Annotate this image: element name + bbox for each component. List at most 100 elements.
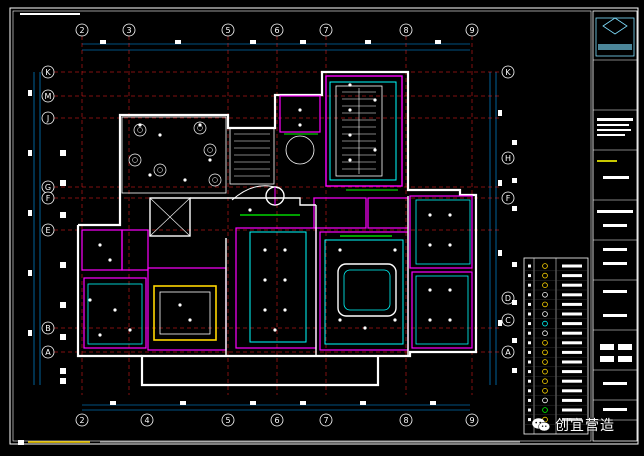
fixture-dot	[448, 243, 452, 247]
grid-bubble-top-4-label: 7	[323, 26, 328, 35]
grid-bubble-bottom-1: 4	[140, 413, 154, 427]
grid-bubble-right-2-label: F	[506, 194, 511, 203]
fixture-dot	[428, 243, 432, 247]
fixture-dot	[338, 318, 342, 322]
grid-bubble-top-5: 8	[399, 23, 413, 37]
grid-bubble-right-5: A	[501, 345, 515, 359]
fixture-dot	[283, 278, 287, 282]
fixture-dot	[373, 148, 377, 152]
grid-bubble-left-2-label: J	[46, 114, 49, 123]
legend-text-line	[562, 302, 582, 306]
marker-square	[60, 262, 66, 268]
grid-bubble-bottom-0: 2	[75, 413, 89, 427]
grid-bubble-left-7-label: A	[45, 348, 51, 357]
marker-square	[60, 212, 66, 218]
grid-lines	[54, 36, 502, 395]
grid-bubble-bottom-6: 9	[465, 413, 479, 427]
legend-text-line	[562, 408, 582, 412]
grid-bubble-left-5: E	[41, 223, 55, 237]
fixture-dot	[198, 123, 202, 127]
dimension-top	[82, 40, 470, 51]
legend-symbol-icon	[542, 282, 548, 289]
legend-symbol-icon	[542, 378, 548, 385]
fixture-dot	[263, 248, 267, 252]
floor-plan	[76, 70, 478, 387]
legend-text-line	[562, 293, 582, 297]
fixture-dot	[98, 243, 102, 247]
legend-symbol-icon	[542, 368, 548, 375]
grid-bubble-right-3: D	[501, 291, 515, 305]
legend-text-line	[562, 360, 582, 364]
fixture-dot	[178, 303, 182, 307]
fixture-dot	[428, 288, 432, 292]
grid-bubble-bottom-1-label: 4	[144, 416, 149, 425]
inner-frame	[12, 10, 592, 442]
fixture-dot	[348, 158, 352, 162]
grid-bubble-top-6-label: 9	[469, 26, 474, 35]
grid-bubble-bottom-2-label: 5	[225, 416, 230, 425]
grid-bubble-bottom-3-label: 6	[274, 416, 279, 425]
grid-bubble-left-6-label: B	[45, 324, 51, 333]
legend-text-line	[562, 322, 582, 326]
dimension-bottom	[82, 401, 470, 411]
grid-bubble-top-2-label: 5	[225, 26, 230, 35]
watermark: 创宜营造	[531, 414, 641, 436]
fixture-dot	[88, 298, 92, 302]
marker-square	[512, 262, 517, 267]
fixture-dot	[273, 328, 277, 332]
grid-bubble-right-1: H	[501, 151, 515, 165]
grid-bubble-top-3-label: 6	[274, 26, 279, 35]
grid-bubble-bottom-5: 8	[399, 413, 413, 427]
dimension-sides	[28, 72, 502, 385]
grid-bubble-left-4-label: F	[46, 194, 51, 203]
grid-bubble-top-0-label: 2	[79, 26, 84, 35]
grid-bubble-bottom-3: 6	[270, 413, 284, 427]
fixture-dot	[298, 123, 302, 127]
grid-bubble-bottom-6-label: 9	[469, 416, 474, 425]
grid-bubble-right-5-label: A	[505, 348, 511, 357]
marker-square	[60, 150, 66, 156]
marker-square	[60, 180, 66, 186]
fixture-dot	[113, 308, 117, 312]
marker-square	[512, 368, 517, 373]
fixture-dot	[298, 108, 302, 112]
legend-text-line	[562, 331, 582, 335]
grid-bubble-bottom-5-label: 8	[403, 416, 408, 425]
fixture-dot	[348, 83, 352, 87]
marker-square	[512, 300, 517, 305]
plant-icon	[193, 121, 207, 135]
marker-square	[60, 334, 66, 340]
fixture-dot	[428, 213, 432, 217]
fixture-dot	[348, 133, 352, 137]
legend-symbol-icon	[542, 291, 548, 298]
fixture-dot	[348, 108, 352, 112]
wechat-icon	[532, 418, 551, 432]
status-bar	[18, 440, 520, 445]
grid-bubble-top-1-label: 3	[126, 26, 131, 35]
legend-text-line	[562, 341, 582, 345]
fixture-dot	[158, 133, 162, 137]
grid-bubble-top-0: 2	[75, 23, 89, 37]
grid-bubble-bottom-2: 5	[221, 413, 235, 427]
marker-square	[60, 302, 66, 308]
fixture-dot	[393, 318, 397, 322]
legend-text-line	[562, 418, 582, 422]
grid-bubble-bottom-4: 7	[319, 413, 333, 427]
title-block	[592, 10, 638, 442]
grid-bubble-left-5-label: E	[45, 226, 50, 235]
grid-bubble-right-3-label: D	[505, 294, 511, 303]
legend-symbol-icon	[542, 311, 548, 317]
grid-bubble-right-4-label: C	[505, 316, 511, 325]
legend-text-line	[562, 312, 582, 316]
fixture-dot	[188, 318, 192, 322]
grid-bubble-left-3-label: G	[45, 183, 51, 192]
light-fixtures	[60, 83, 517, 384]
fixture-dot	[108, 258, 112, 262]
fixture-dot	[338, 248, 342, 252]
fixture-dot	[263, 278, 267, 282]
fixture-dot	[148, 173, 152, 177]
fixture-dot	[448, 288, 452, 292]
grid-bubble-top-2: 5	[221, 23, 235, 37]
